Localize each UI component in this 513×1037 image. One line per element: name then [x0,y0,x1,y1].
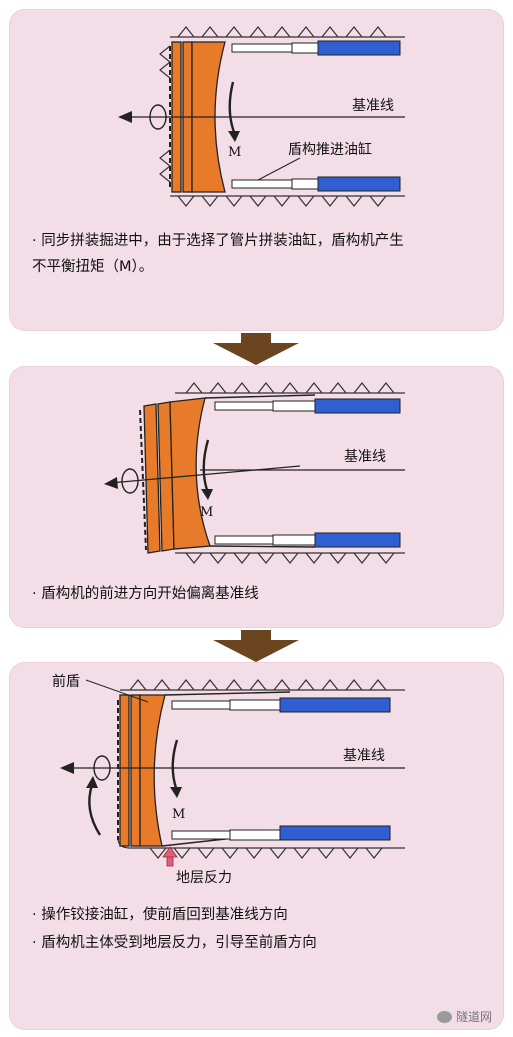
panel-synchronous-assembly [9,9,504,331]
ground-hatching-top [175,382,405,394]
cylinder-leader [257,157,301,181]
front-shield [117,691,291,847]
thrust-cylinder-bottom [214,532,401,548]
thrust-cylinder-top [214,398,401,414]
step-arrow-2 [213,630,299,662]
ground-hatching-bottom [170,195,405,207]
panel-correction [9,662,504,1030]
caption-panel-1: · 同步拼装掘进中，由于选择了管片拼装油缸，盾构机产生 不平衡扭矩（M）。 [32,233,404,275]
step-arrow-1 [213,333,299,365]
baseline-label: 基准线 [344,448,386,465]
direction-arrow-head [118,111,132,123]
thrust-cylinder-bottom [171,825,391,841]
articulation-arrow [88,784,102,836]
wechat-icon [437,1010,452,1023]
watermark-text: 隧道网 [456,1010,493,1024]
ground-hatching-top [170,26,405,38]
thrust-cylinder-top [171,697,391,713]
thrust-cylinder-top [231,40,401,56]
rotation-symbol [149,104,167,130]
moment-label: M [172,807,185,822]
ground-hatching-bottom [175,552,405,564]
direction-arrow-head [104,477,118,489]
ground-reaction-arrow [162,846,178,867]
baseline-label: 基准线 [352,97,394,114]
baseline-label: 基准线 [343,747,385,764]
caption-panel-2: · 盾构机的前进方向开始偏离基准线 [32,586,259,602]
watermark: 隧道网 [437,1008,492,1025]
thrust-cylinder-bottom [231,176,401,192]
rotation-symbol [121,468,139,494]
caption-panel-3b: · 盾构机主体受到地层反力，引导至前盾方向 [32,935,317,951]
front-shield-leader [85,679,149,703]
front-shield-label: 前盾 [52,673,80,690]
front-shield [139,394,316,554]
caption-panel-3a: · 操作铰接油缸，使前盾回到基准线方向 [32,907,288,923]
moment-label: M [228,145,241,160]
cylinder-label: 盾构推进油缸 [288,141,372,158]
rotation-symbol [93,755,111,781]
moment-arrow [202,439,210,491]
moment-arrow [228,81,236,133]
direction-arrow-head [60,762,74,774]
moment-label: M [200,505,213,520]
ground-hatching-top [120,679,405,691]
moment-arrow [171,739,179,789]
ground-force-label: 地层反力 [176,870,232,886]
